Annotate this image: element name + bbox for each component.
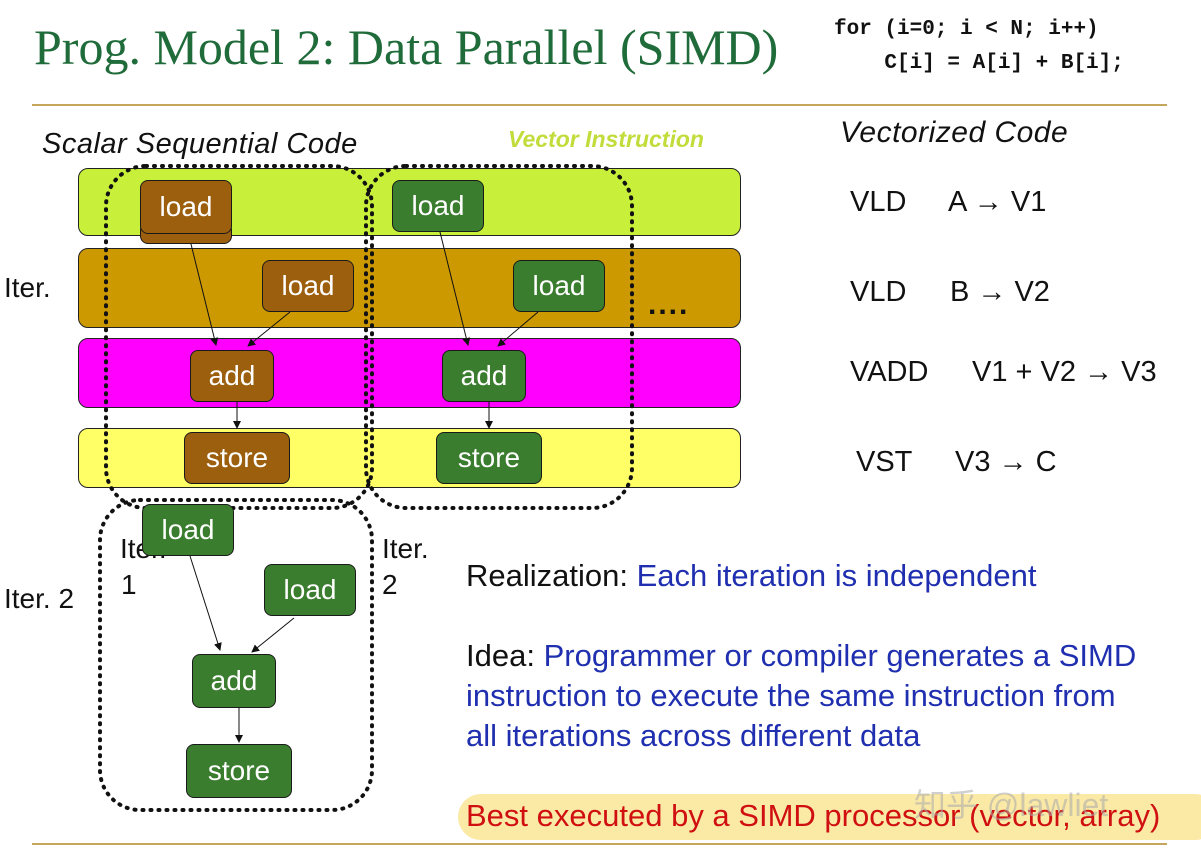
load-box-iter2-a: load (392, 180, 484, 232)
best-executed-highlight (458, 794, 1201, 840)
top-divider (32, 104, 1167, 106)
arrow-load-to-add-3a (189, 555, 222, 651)
scalar-code-heading: Scalar Sequential Code (42, 128, 358, 160)
idea-line-1: Programmer or compiler generates a SIMD (543, 638, 1137, 673)
arrow-load-to-add-2b (497, 311, 539, 347)
vadd-args: V1 + V2 → V3 (972, 356, 1157, 388)
vld-op-2: VLD (850, 276, 907, 308)
load-box-lower-a: load (142, 504, 234, 556)
add-box-iter2: add (442, 350, 526, 402)
iter-label: Iter. (4, 272, 51, 303)
idea-line-3: all iterations across different data (466, 718, 921, 753)
idea-line-2: instruction to execute the same instruct… (466, 678, 1116, 713)
load-box-iter2-b: load (513, 260, 605, 312)
vld-args-2: B → V2 (950, 276, 1050, 308)
store-box-lower: store (186, 744, 292, 798)
vld-op-1: VLD (850, 186, 907, 218)
vectorized-code-heading: Vectorized Code (840, 116, 1069, 149)
vst-op: VST (856, 446, 913, 478)
vld-args-1: A → V1 (948, 186, 1047, 218)
vst-args: V3 → C (955, 446, 1057, 478)
load-box-iter1-a: load (140, 180, 232, 234)
realization-text: Each iteration is independent (627, 558, 1037, 593)
code-line-2: C[i] = A[i] + B[i]; (834, 52, 1124, 75)
realization-paragraph: Realization: Each iteration is independe… (466, 556, 1036, 596)
slide-title: Prog. Model 2: Data Parallel (SIMD) (34, 19, 779, 75)
add-box-lower: add (192, 654, 276, 708)
store-box-iter2: store (436, 432, 542, 484)
more-iterations-ellipsis: .... (648, 288, 690, 321)
code-line-1: for (i=0; i < N; i++) (834, 18, 1099, 41)
load-box-lower-b: load (264, 564, 356, 616)
vadd-op: VADD (850, 356, 929, 388)
realization-label: Realization: (466, 558, 628, 593)
arrow-load-to-add-2a (439, 231, 471, 346)
vector-instruction-label: Vector Instruction (508, 126, 704, 152)
arrow-load-to-add-1b (247, 311, 291, 347)
idea-label: Idea: (466, 638, 535, 673)
iter1-scalar-outline (104, 164, 374, 510)
store-box-iter1: store (184, 432, 290, 484)
iter2-side-label: Iter. 2 (4, 583, 75, 614)
iter2-scalar-outline (364, 164, 634, 510)
add-box-iter1: add (190, 350, 274, 402)
arrow-load-to-add-1a (187, 231, 219, 346)
iter1-label-number: 1 (121, 569, 137, 600)
iter2-label-number: 2 (382, 569, 398, 600)
bottom-divider (32, 843, 1167, 845)
load-box-iter1-b: load (262, 260, 354, 312)
iter2-label-word: Iter. (382, 533, 429, 564)
watermark: 知乎 @lawliet (914, 787, 1109, 823)
idea-paragraph: Idea: Programmer or compiler generates a… (466, 636, 1196, 756)
iter2-lower-outline (98, 498, 374, 812)
best-executed-text: Best executed by a SIMD processor (vecto… (466, 798, 1161, 833)
arrow-load-to-add-3b (251, 617, 295, 653)
